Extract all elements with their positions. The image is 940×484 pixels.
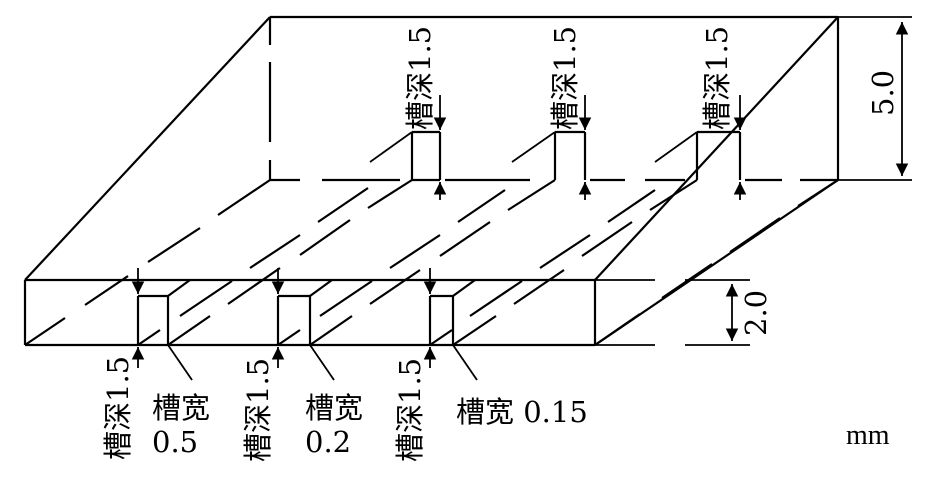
block-outline bbox=[23, 15, 912, 347]
back-grooves bbox=[369, 130, 742, 180]
unit-label: mm bbox=[846, 420, 890, 451]
width-value-2: 0.2 bbox=[305, 425, 351, 459]
hidden-lines bbox=[24, 17, 839, 346]
back-depth-label-3: 槽深1.5 bbox=[700, 26, 734, 130]
width-leaders bbox=[167, 344, 478, 381]
front-grooves bbox=[136, 279, 476, 345]
back-depth-label-2: 槽深1.5 bbox=[548, 26, 582, 130]
back-depth-label-1: 槽深1.5 bbox=[403, 26, 437, 130]
back-depth-arrows bbox=[433, 95, 747, 200]
front-depth-label-1: 槽深1.5 bbox=[101, 356, 135, 460]
width-label-3: 槽宽 0.15 bbox=[456, 395, 588, 429]
width-label-2: 槽宽 bbox=[305, 391, 363, 425]
front-depth-label-2: 槽深1.5 bbox=[241, 358, 275, 462]
width-label-1: 槽宽 bbox=[152, 391, 210, 425]
front-depth-label-3: 槽深1.5 bbox=[393, 358, 427, 462]
thick-height-label: 5.0 bbox=[866, 70, 900, 116]
front-depth-arrows bbox=[131, 268, 437, 368]
height-dimensions bbox=[725, 22, 909, 341]
width-value-1: 0.5 bbox=[152, 425, 198, 459]
thin-height-label: 2.0 bbox=[739, 290, 773, 336]
labels: 槽深1.5 槽深1.5 槽深1.5 槽深1.5 槽深1.5 槽深1.5 槽宽 0… bbox=[101, 26, 900, 462]
